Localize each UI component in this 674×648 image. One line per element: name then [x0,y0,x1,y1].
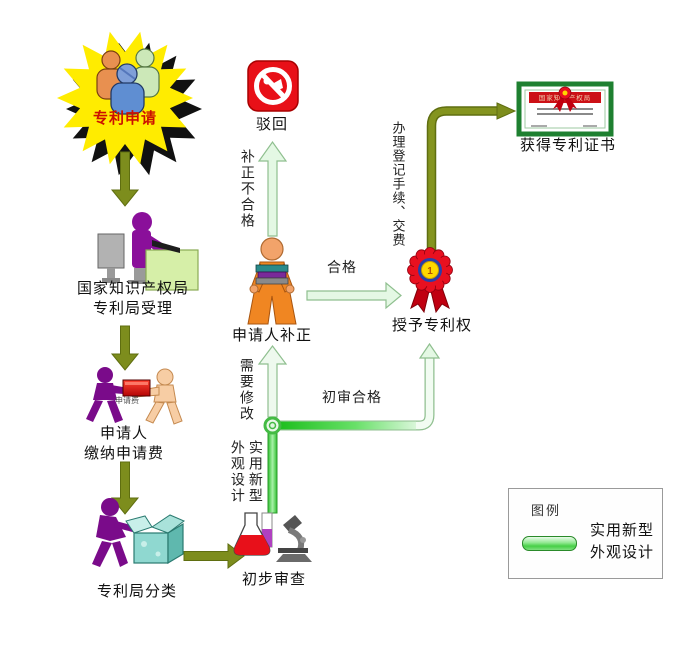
reject-label: 驳回 [255,116,289,133]
arrow-office-to-fee [110,325,140,371]
reject-prohibition-icon [247,60,299,112]
pay-fee-label-line2: 缴纳申请费 [83,445,165,463]
edge-label-design: 外观设计 [229,440,246,504]
flow-exam-to-junction [267,432,278,514]
arrow-qualified [306,281,402,310]
grant-label: 授予专利权 [391,317,473,334]
exam-flask-microscope-icon [233,512,312,562]
edge-label-need-modify: 需要修改 [238,358,255,422]
edge-label-prelim-pass: 初审合格 [322,389,382,405]
legend-item-line1: 实用新型 [590,522,655,539]
legend-title: 图例 [531,503,562,518]
arrow-classify-to-exam [183,543,245,569]
certificate-rosette-icon [553,86,577,112]
grant-medal-icon: 1 [407,247,453,314]
certificate-label: 获得专利证书 [519,137,617,154]
legend-green-swatch [522,536,577,551]
legend-box: 图例 实用新型 外观设计 [508,488,663,579]
legend-item-line2: 外观设计 [590,544,655,561]
arrow-grant-to-certificate [426,102,517,252]
junction-point [263,416,282,435]
arrow-correction-to-reject [257,140,288,237]
pay-fee-people-icon [86,367,183,425]
edge-label-registration: 办理登记手续、交费 [390,121,406,247]
edge-label-correction-fail: 补正不合格 [239,149,256,229]
medal-number: 1 [427,266,433,277]
office-label: 国家知识产权局 专利局受理 [77,279,189,320]
edge-label-qualified: 合格 [327,259,357,275]
pay-fee-label: 申请人 缴纳申请费 [84,424,164,465]
applicants-people-icon [96,48,160,115]
office-label-line1: 国家知识产权局 [76,280,190,297]
correction-person-icon [247,237,297,325]
start-label: 专利申请 [92,110,158,127]
arrow-prelim-pass [277,342,441,431]
correction-label: 申请人补正 [231,327,313,344]
pay-fee-label-line1: 申请人 [99,425,149,442]
starburst-icon [57,31,202,176]
edge-label-utility-model: 实用新型 [247,440,264,504]
preliminary-exam-label: 初步审查 [241,571,307,588]
arrow-start-to-office [110,151,140,207]
fee-box-label: 申请费 [115,396,139,405]
arrow-fee-to-classify [110,461,140,515]
office-label-line2: 专利局受理 [92,300,174,318]
classify-label: 专利局分类 [96,583,178,600]
office-clerk-icon [97,212,199,291]
certificate-icon: 国家知识产权局 [516,81,614,137]
classify-person-icon [92,498,185,567]
arrow-junction-to-correction [257,345,288,418]
